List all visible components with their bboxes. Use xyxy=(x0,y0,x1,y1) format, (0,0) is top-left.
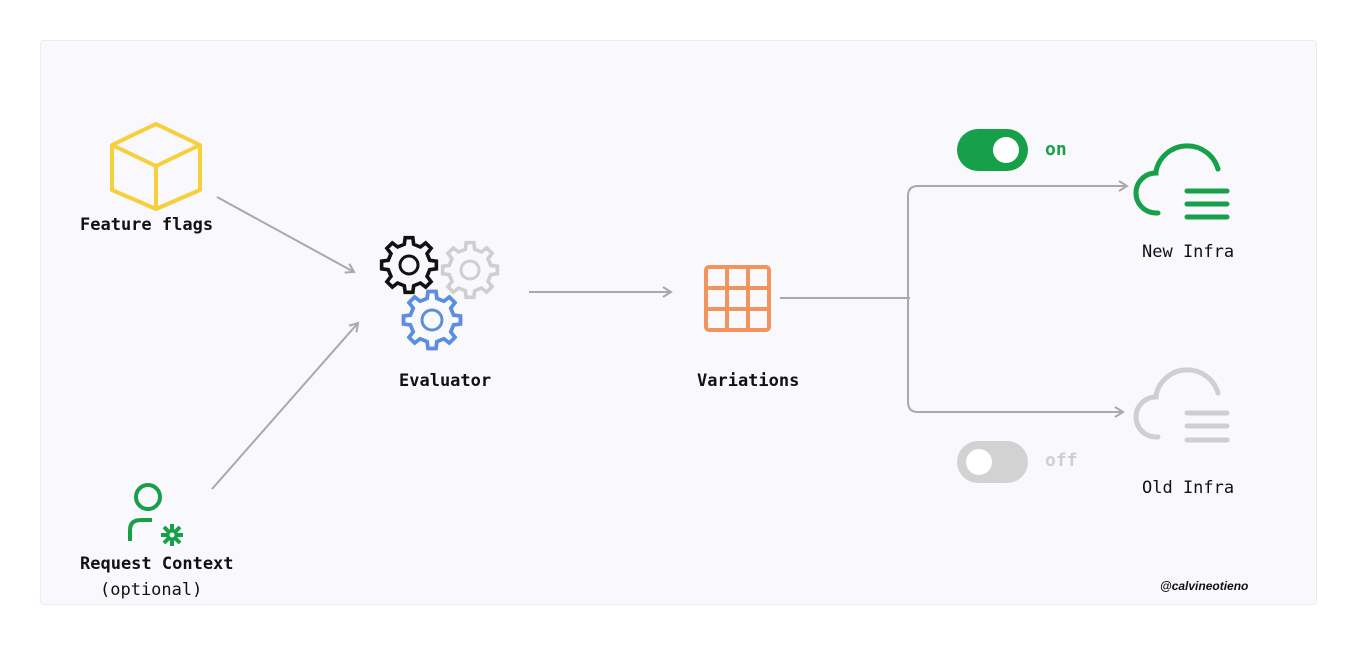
branch-to-new-infra xyxy=(907,180,1129,298)
cloud-server-icon-new xyxy=(1133,143,1230,220)
new-infra-label: New Infra xyxy=(1142,242,1235,262)
toggle-off-switch xyxy=(957,441,1028,483)
feature-flags-label: Feature flags xyxy=(80,215,214,235)
toggle-on-label: on xyxy=(1045,139,1067,160)
grid-icon xyxy=(704,265,771,332)
arrow-flags-to-evaluator xyxy=(216,196,356,274)
evaluator-label: Evaluator xyxy=(399,371,492,391)
author-handle: @calvineotieno xyxy=(1160,579,1249,593)
variations-label: Variations xyxy=(697,371,800,391)
toggle-on-switch xyxy=(957,129,1028,171)
old-infra-label: Old Infra xyxy=(1142,478,1235,498)
gears-icon xyxy=(379,235,500,351)
request-context-label: Request Context xyxy=(80,554,234,574)
cube-icon xyxy=(110,122,202,211)
cloud-server-icon-old xyxy=(1133,367,1230,443)
request-context-sublabel: (optional) xyxy=(100,580,203,600)
toggle-off-label: off xyxy=(1045,450,1078,471)
arrow-context-to-evaluator xyxy=(211,321,360,490)
user-gear-icon xyxy=(128,483,183,546)
diagram-canvas xyxy=(40,40,1317,605)
branch-to-old-infra xyxy=(907,298,1125,418)
